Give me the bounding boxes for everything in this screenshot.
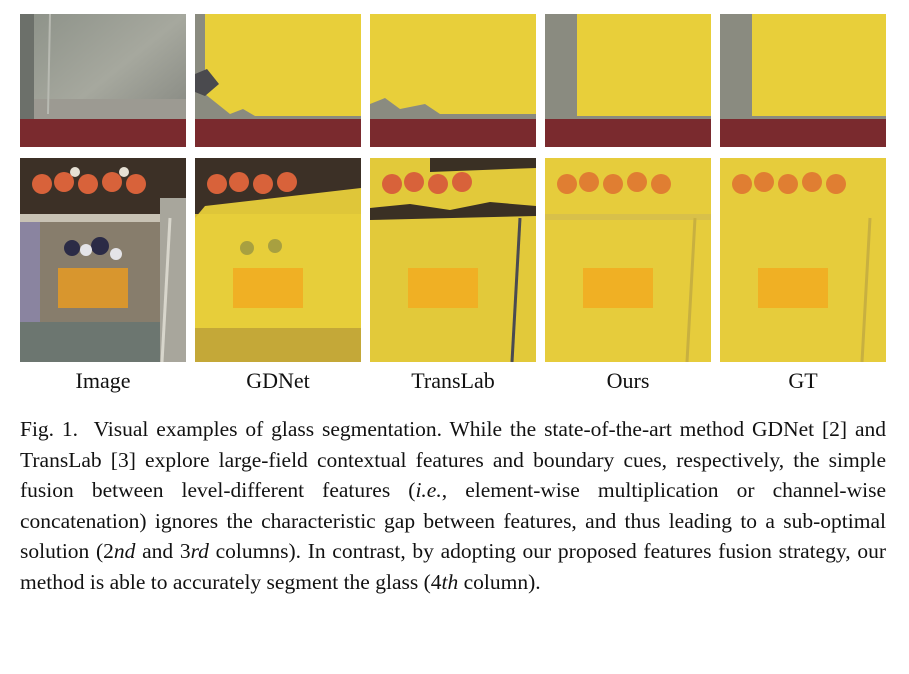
caption-text-5: column). [458, 569, 541, 594]
column-label-translab: TransLab [411, 368, 495, 393]
caption-rd: rd [190, 539, 209, 563]
caption-text-1: Visual examples of glass segmentation. W… [20, 417, 886, 502]
ours-result-cabinet [545, 158, 711, 362]
column-label-gt: GT [788, 368, 818, 393]
column-label-ours: Ours [606, 368, 650, 393]
caption-text-3: and 3 [135, 539, 191, 563]
translab-result-cabinet [370, 158, 536, 362]
photo-glass-window [20, 14, 186, 147]
photo-glass-cabinet [20, 158, 186, 362]
caption-text-2: , element-wise multiplication or channel… [20, 478, 886, 563]
caption-text-4: columns). In contrast, by adopting our p… [20, 539, 886, 594]
ours-result-window [545, 14, 711, 147]
figure-grid [20, 14, 886, 362]
gdnet-result-cabinet [195, 158, 361, 362]
caption-th: th [441, 569, 459, 594]
gdnet-result-window [195, 14, 361, 147]
column-label-image: Image [75, 368, 131, 393]
caption-nd: nd [113, 539, 136, 563]
translab-result-window [370, 14, 536, 147]
gt-result-window [720, 14, 886, 147]
caption-ie: i.e. [415, 478, 442, 502]
figure-caption: Fig. 1. Visual examples of glass segment… [20, 414, 886, 597]
gt-result-cabinet [720, 158, 886, 362]
figure-label: Fig. 1. [20, 417, 79, 441]
column-label-gdnet: GDNet [246, 368, 310, 393]
